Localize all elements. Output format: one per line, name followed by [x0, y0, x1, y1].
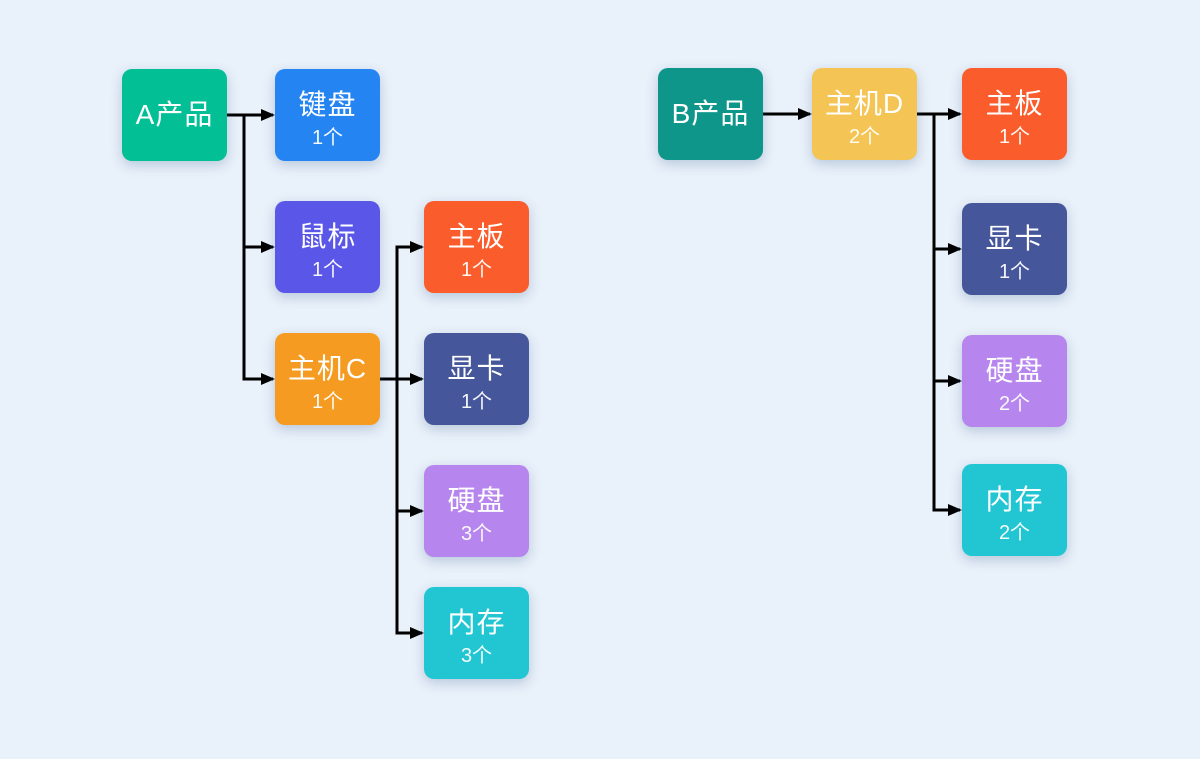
edge-host-c-to-hdd-a	[380, 377, 424, 517]
node-quantity: 1个	[460, 258, 493, 281]
node-quantity: 3个	[460, 522, 493, 545]
node-hdd-b[interactable]: 硬盘 2个	[962, 335, 1067, 427]
node-label: 主板	[985, 88, 1044, 120]
edge-product-a-to-mouse-a	[227, 113, 275, 253]
edge-host-c-to-ram-a	[380, 377, 424, 639]
node-quantity: 1个	[998, 125, 1031, 148]
node-ram-a[interactable]: 内存 3个	[424, 587, 529, 679]
node-product-a[interactable]: A产品	[122, 69, 227, 161]
edge-host-d-to-gpu-b	[917, 112, 962, 255]
node-quantity: 1个	[311, 390, 344, 413]
node-quantity: 1个	[311, 126, 344, 149]
node-hdd-a[interactable]: 硬盘 3个	[424, 465, 529, 557]
node-quantity: 2个	[848, 125, 881, 148]
node-quantity: 2个	[998, 521, 1031, 544]
node-label: 主板	[447, 221, 506, 253]
edge-product-a-to-host-c	[227, 113, 275, 385]
node-label: 内存	[447, 607, 506, 639]
node-host-c[interactable]: 主机C 1个	[275, 333, 380, 425]
node-ram-b[interactable]: 内存 2个	[962, 464, 1067, 556]
node-mainboard-a[interactable]: 主板 1个	[424, 201, 529, 293]
node-quantity: 1个	[998, 260, 1031, 283]
node-label: 键盘	[298, 89, 357, 121]
node-product-b[interactable]: B产品	[658, 68, 763, 160]
node-mainboard-b[interactable]: 主板 1个	[962, 68, 1067, 160]
node-label: 主机C	[287, 353, 368, 385]
node-label: 显卡	[447, 353, 506, 385]
node-label: 鼠标	[298, 221, 357, 253]
node-label: B产品	[671, 97, 750, 129]
edge-host-c-to-mainboard-a	[380, 241, 424, 381]
edge-host-d-to-ram-b	[917, 112, 962, 516]
node-mouse-a[interactable]: 鼠标 1个	[275, 201, 380, 293]
node-keyboard-a[interactable]: 键盘 1个	[275, 69, 380, 161]
node-label: 硬盘	[985, 355, 1044, 387]
node-quantity: 1个	[311, 258, 344, 281]
node-gpu-b[interactable]: 显卡 1个	[962, 203, 1067, 295]
node-quantity: 1个	[460, 390, 493, 413]
node-label: A产品	[135, 98, 214, 130]
node-quantity: 3个	[460, 644, 493, 667]
node-label: 硬盘	[447, 485, 506, 517]
node-quantity: 2个	[998, 392, 1031, 415]
node-label: 内存	[985, 484, 1044, 516]
node-host-d[interactable]: 主机D 2个	[812, 68, 917, 160]
node-gpu-a[interactable]: 显卡 1个	[424, 333, 529, 425]
node-label: 显卡	[985, 223, 1044, 255]
node-label: 主机D	[824, 88, 905, 120]
